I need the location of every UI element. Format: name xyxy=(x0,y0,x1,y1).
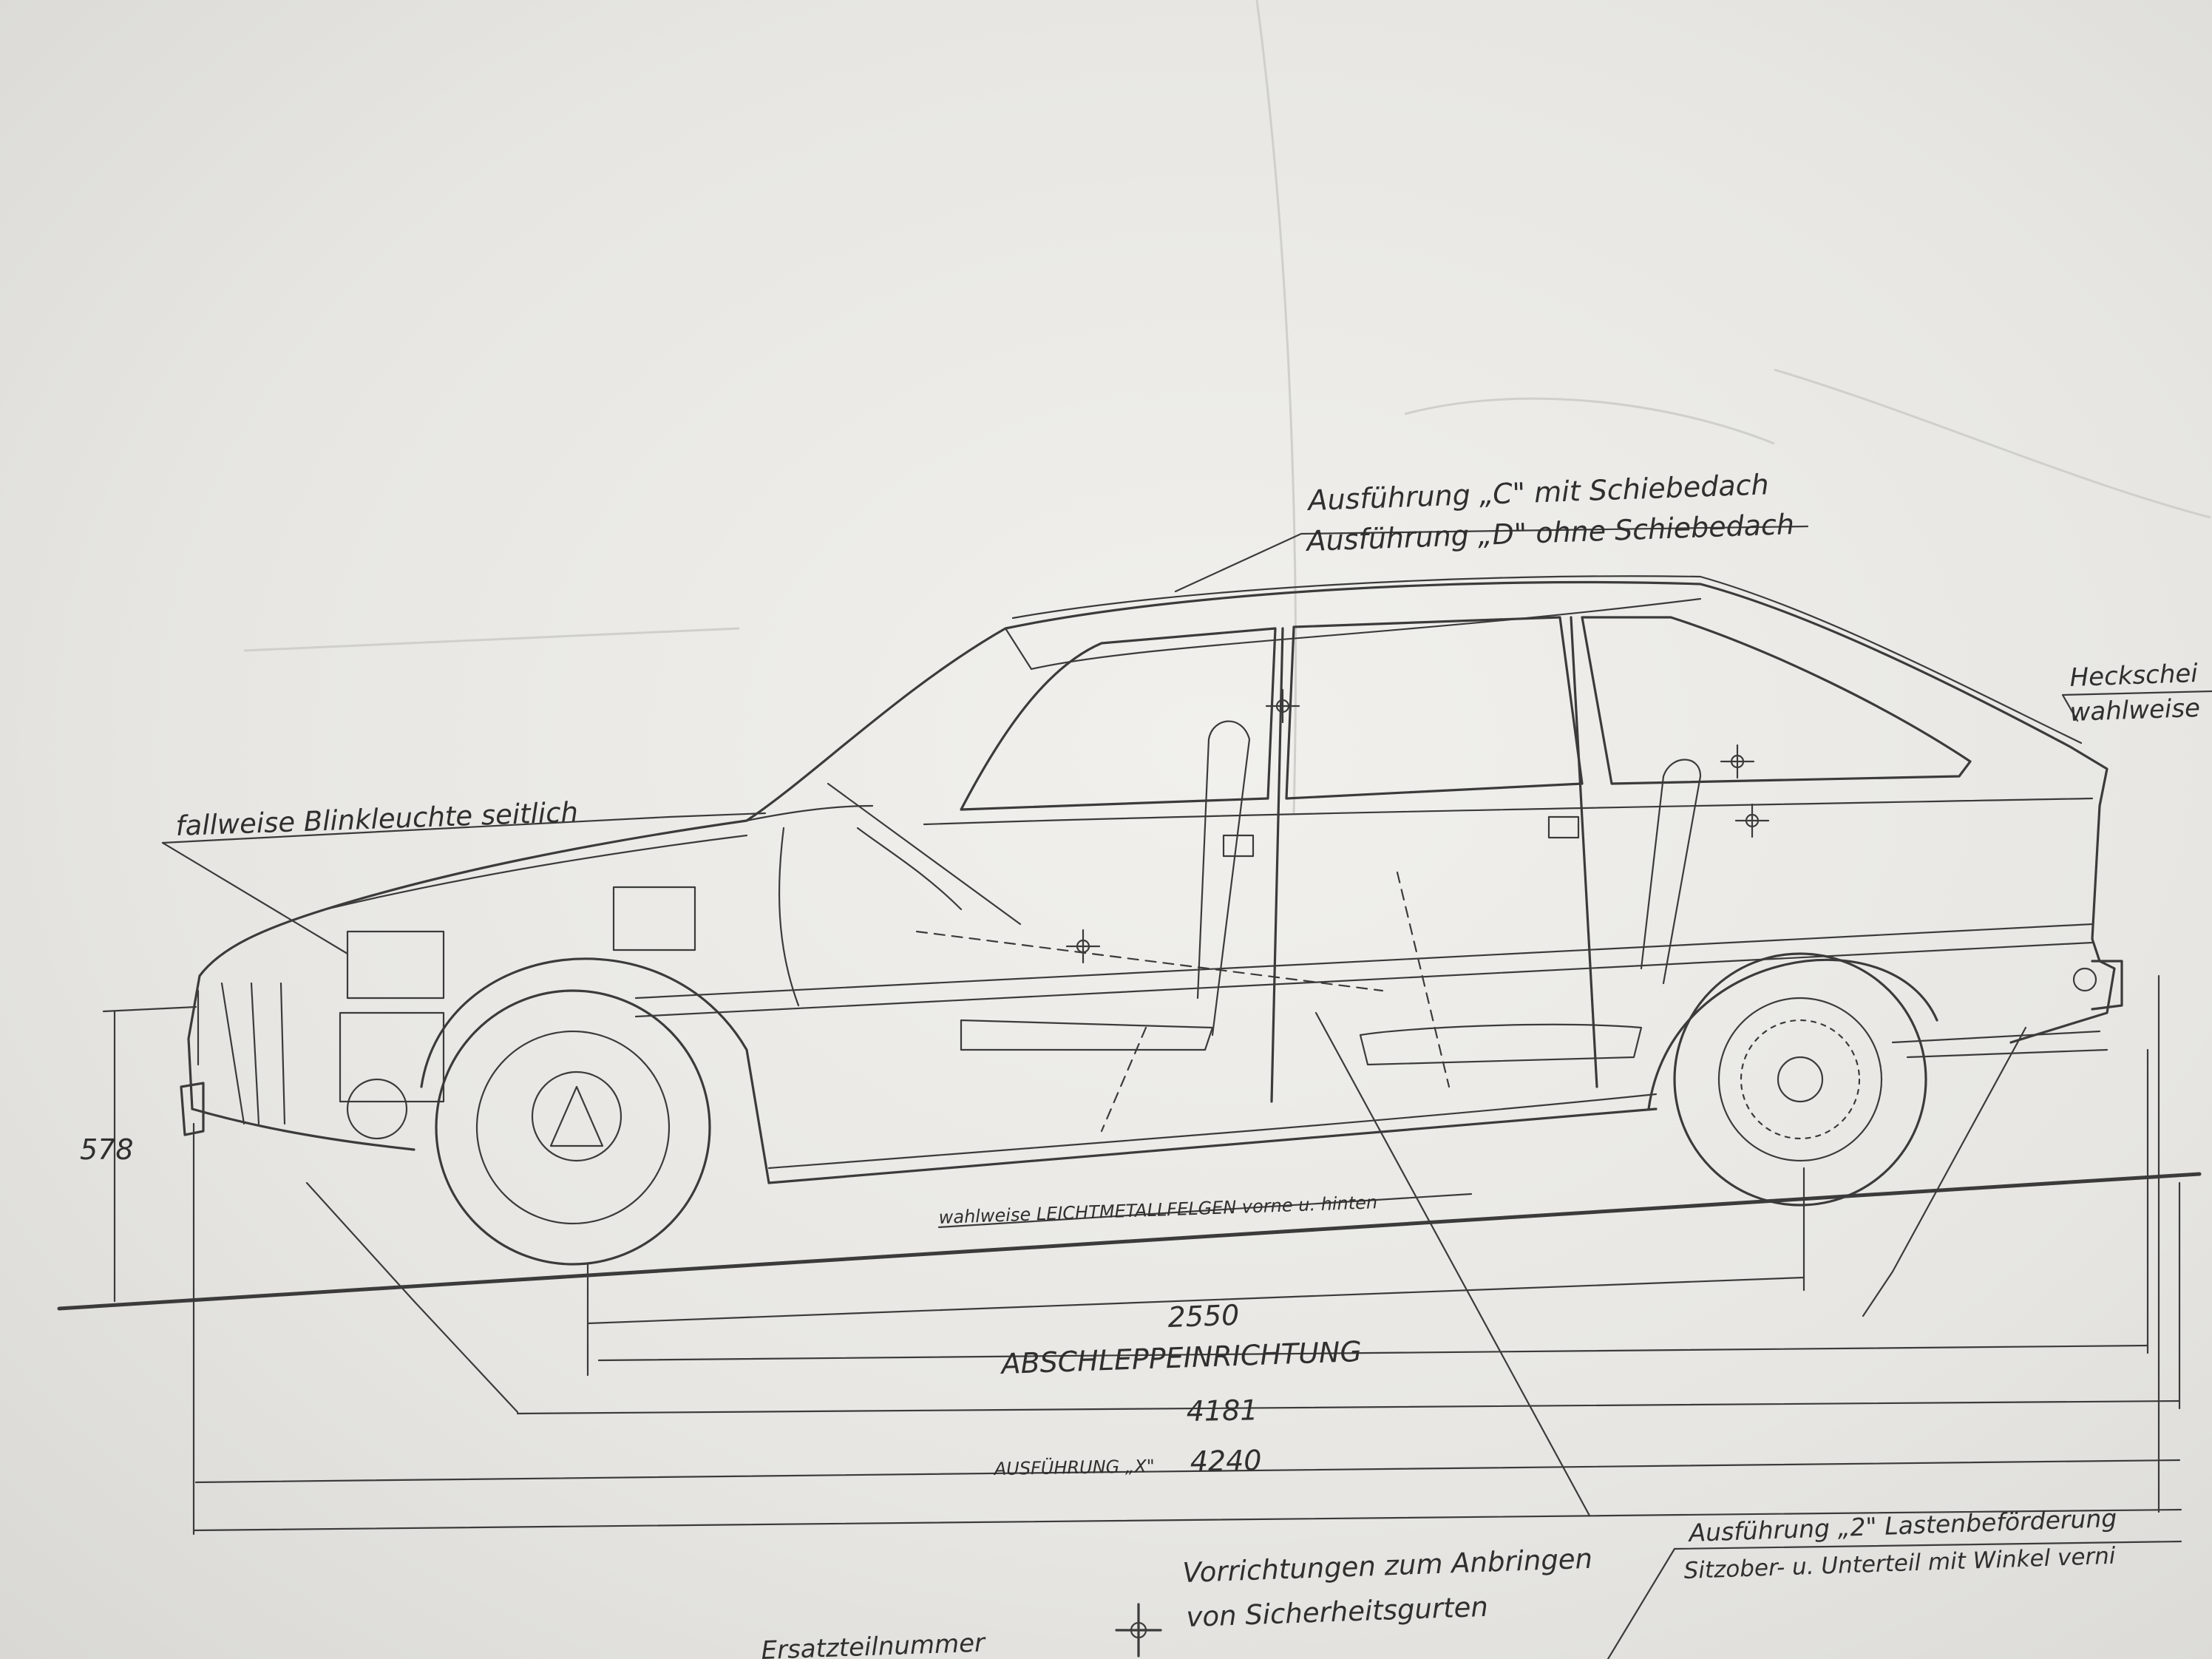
front-bumper xyxy=(180,989,205,1136)
label-version-c: Ausführung „C" mit Schiebedach xyxy=(1306,468,1769,517)
label-belt-anchor-line2: von Sicherheitsgurten xyxy=(1186,1591,1489,1633)
label-bottom-cut: Ersatzteilnummer xyxy=(761,1628,987,1659)
leader-lines xyxy=(161,525,2212,1659)
ground-line xyxy=(57,1172,2202,1311)
label-alloy-wheels: wahlweise LEICHTMETALLFELGEN vorne u. hi… xyxy=(938,1192,1377,1228)
front-door-handle xyxy=(1222,834,1255,858)
b-pillar xyxy=(1270,627,1284,1103)
label-towing: ABSCHLEPPEINRICHTUNG xyxy=(999,1335,1363,1380)
c-pillar xyxy=(1570,616,1598,1088)
rear-wheel xyxy=(1647,952,1938,1207)
label-side-indicator: fallweise Blinkleuchte seitlich xyxy=(175,796,579,842)
front-wheel xyxy=(420,957,770,1266)
seats xyxy=(960,720,1702,1066)
label-rear-window-1: Heckschei xyxy=(2069,659,2199,693)
reference-dashed-lines xyxy=(915,871,1451,1133)
label-height-578: 578 xyxy=(80,1133,134,1166)
length-x-dimension-line xyxy=(194,1459,2181,1484)
label-version-2-line2: Sitzober- u. Unterteil mit Winkel verni xyxy=(1683,1543,2116,1584)
rear-door-handle xyxy=(1547,815,1580,839)
steering-and-dashboard xyxy=(612,782,1022,1007)
length-dimension-line xyxy=(516,1400,2181,1415)
seatbelt-anchor-markers xyxy=(1065,688,1770,1658)
dimension-lines xyxy=(102,974,2182,1536)
side-windows xyxy=(960,616,1972,1103)
car-body-outline xyxy=(187,575,2116,1184)
label-belt-anchor-line1: Vorrichtungen zum Anbringen xyxy=(1182,1543,1593,1589)
label-length-4240: 4240 xyxy=(1190,1444,1261,1478)
label-version-2-line1: Ausführung „2" Lastenbeförderung xyxy=(1687,1504,2117,1547)
rear-end xyxy=(1891,960,2123,1059)
label-wheelbase-2550: 2550 xyxy=(1167,1299,1240,1334)
towing-dimension-line xyxy=(597,1344,2149,1362)
label-length-4181: 4181 xyxy=(1186,1394,1258,1428)
paper-show-through xyxy=(243,0,2211,814)
engine-bay xyxy=(220,930,445,1140)
label-version-x: AUSFÜHRUNG „X" xyxy=(993,1455,1155,1479)
wheelbase-dimension-line xyxy=(586,1276,1805,1325)
label-rear-window-2: wahlweise xyxy=(2069,693,2201,727)
label-version-d: Ausführung „D" ohne Schiebedach xyxy=(1304,508,1795,557)
battery-box xyxy=(612,886,696,951)
